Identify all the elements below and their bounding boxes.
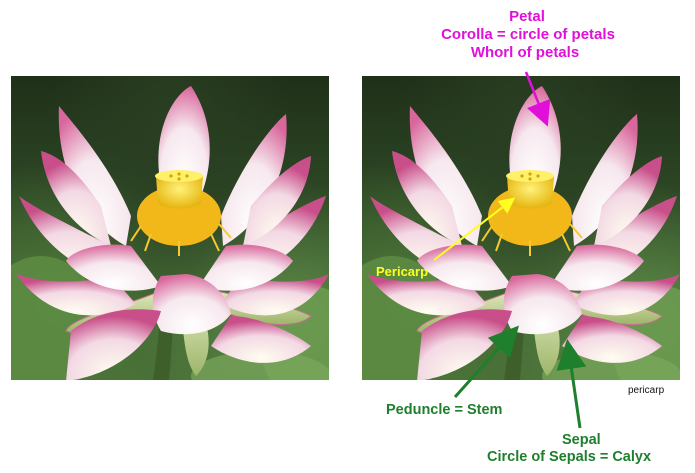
pericarp-label: Pericarp <box>376 263 428 280</box>
petal-label: Petal <box>480 8 574 25</box>
photo-caption: pericarp <box>628 382 664 399</box>
peduncle-label: Peduncle = Stem <box>386 402 502 419</box>
corolla-label: Corolla = circle of petals <box>408 26 648 43</box>
whorl-label: Whorl of petals <box>440 44 610 61</box>
lotus-photo-labeled <box>362 76 680 380</box>
sepal-label: Sepal <box>562 432 601 449</box>
calyx-label: Circle of Sepals = Calyx <box>487 449 651 466</box>
lotus-photo-left <box>11 76 329 380</box>
